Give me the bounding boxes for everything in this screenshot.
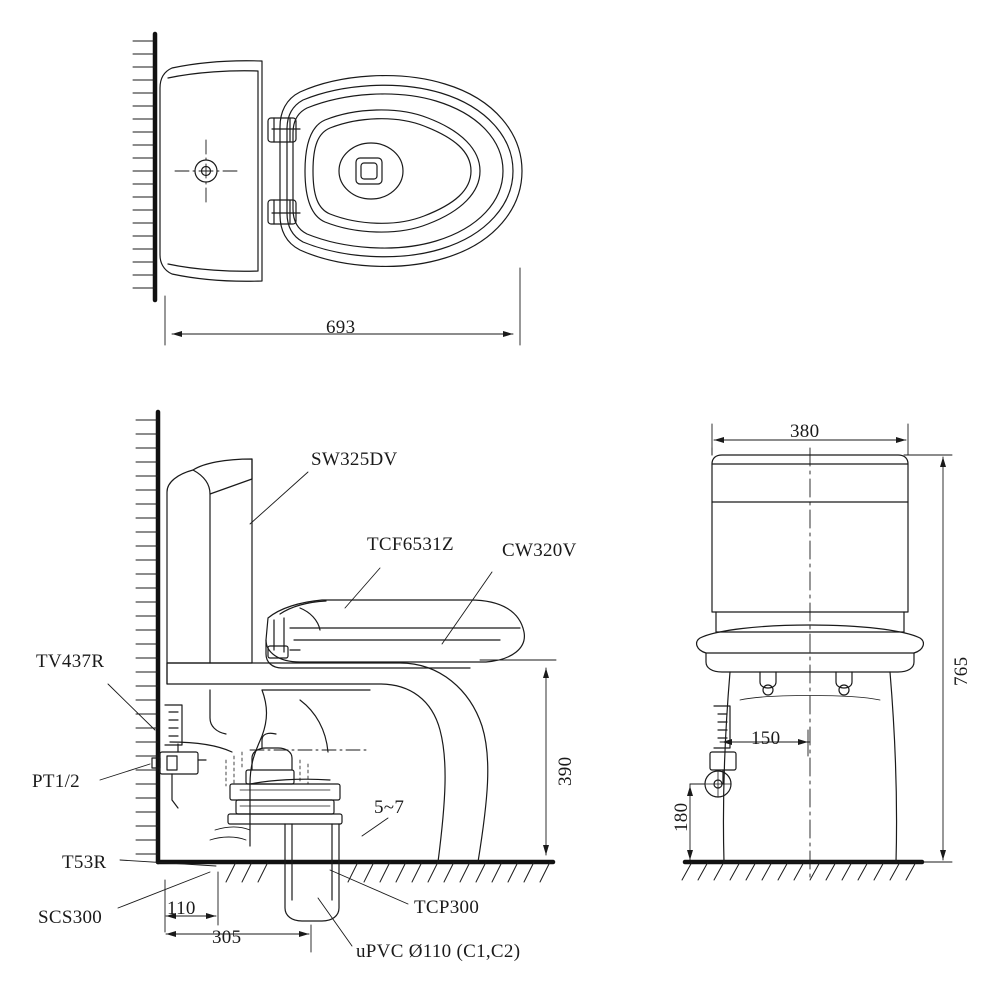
top-view-tank	[159, 60, 263, 282]
top-view-dimension-693	[164, 267, 521, 346]
front-view-floor	[681, 859, 925, 881]
top-view-water-spot	[338, 142, 404, 200]
dimension-label-150: 150	[751, 728, 781, 749]
side-leader-lines	[99, 471, 493, 947]
part-label-scs300: SCS300	[38, 907, 103, 928]
dimension-label-5-7: 5~7	[374, 797, 405, 818]
front-dimension-380	[711, 423, 909, 456]
front-dimension-180	[687, 783, 706, 861]
top-view-seat-outline	[279, 75, 523, 267]
side-dimension-305	[165, 924, 312, 953]
dimension-label-180: 180	[671, 802, 692, 832]
part-label-cw320v: CW320V	[502, 540, 577, 561]
part-label-upvc: uPVC Ø110 (C1,C2)	[356, 941, 521, 962]
top-view-seat-hinges	[267, 117, 301, 225]
front-dimension-150	[719, 729, 811, 757]
side-view-wall	[135, 409, 161, 865]
top-view-flush-button	[174, 139, 241, 203]
side-dimension-390	[479, 659, 557, 856]
part-label-tv437r: TV437R	[36, 651, 105, 672]
part-label-t53r: T53R	[62, 852, 107, 873]
dimension-label-110: 110	[167, 898, 196, 919]
side-dimension-110	[164, 871, 219, 933]
dimension-label-390: 390	[555, 756, 576, 786]
side-view-tank	[166, 458, 253, 664]
side-view-bowl	[166, 662, 489, 863]
part-label-tcf6531z: TCF6531Z	[367, 534, 454, 555]
side-view-drain-trap	[209, 732, 343, 922]
part-label-sw325dv: SW325DV	[311, 449, 398, 470]
dimension-label-765: 765	[951, 656, 972, 686]
dimension-label-693: 693	[326, 317, 356, 338]
side-view-floor	[155, 859, 556, 883]
part-label-tcp300: TCP300	[414, 897, 480, 918]
front-view-supply-valve	[704, 705, 737, 798]
dimension-label-380: 380	[790, 421, 820, 442]
side-view-supply-valve	[151, 704, 207, 809]
front-dimension-765	[895, 454, 953, 863]
top-view-bowl-opening	[304, 109, 481, 233]
part-label-pt12: PT1/2	[32, 771, 80, 792]
side-view-washlet-seat	[265, 599, 525, 669]
top-view-wall	[132, 31, 158, 303]
dimension-label-305: 305	[212, 927, 242, 948]
